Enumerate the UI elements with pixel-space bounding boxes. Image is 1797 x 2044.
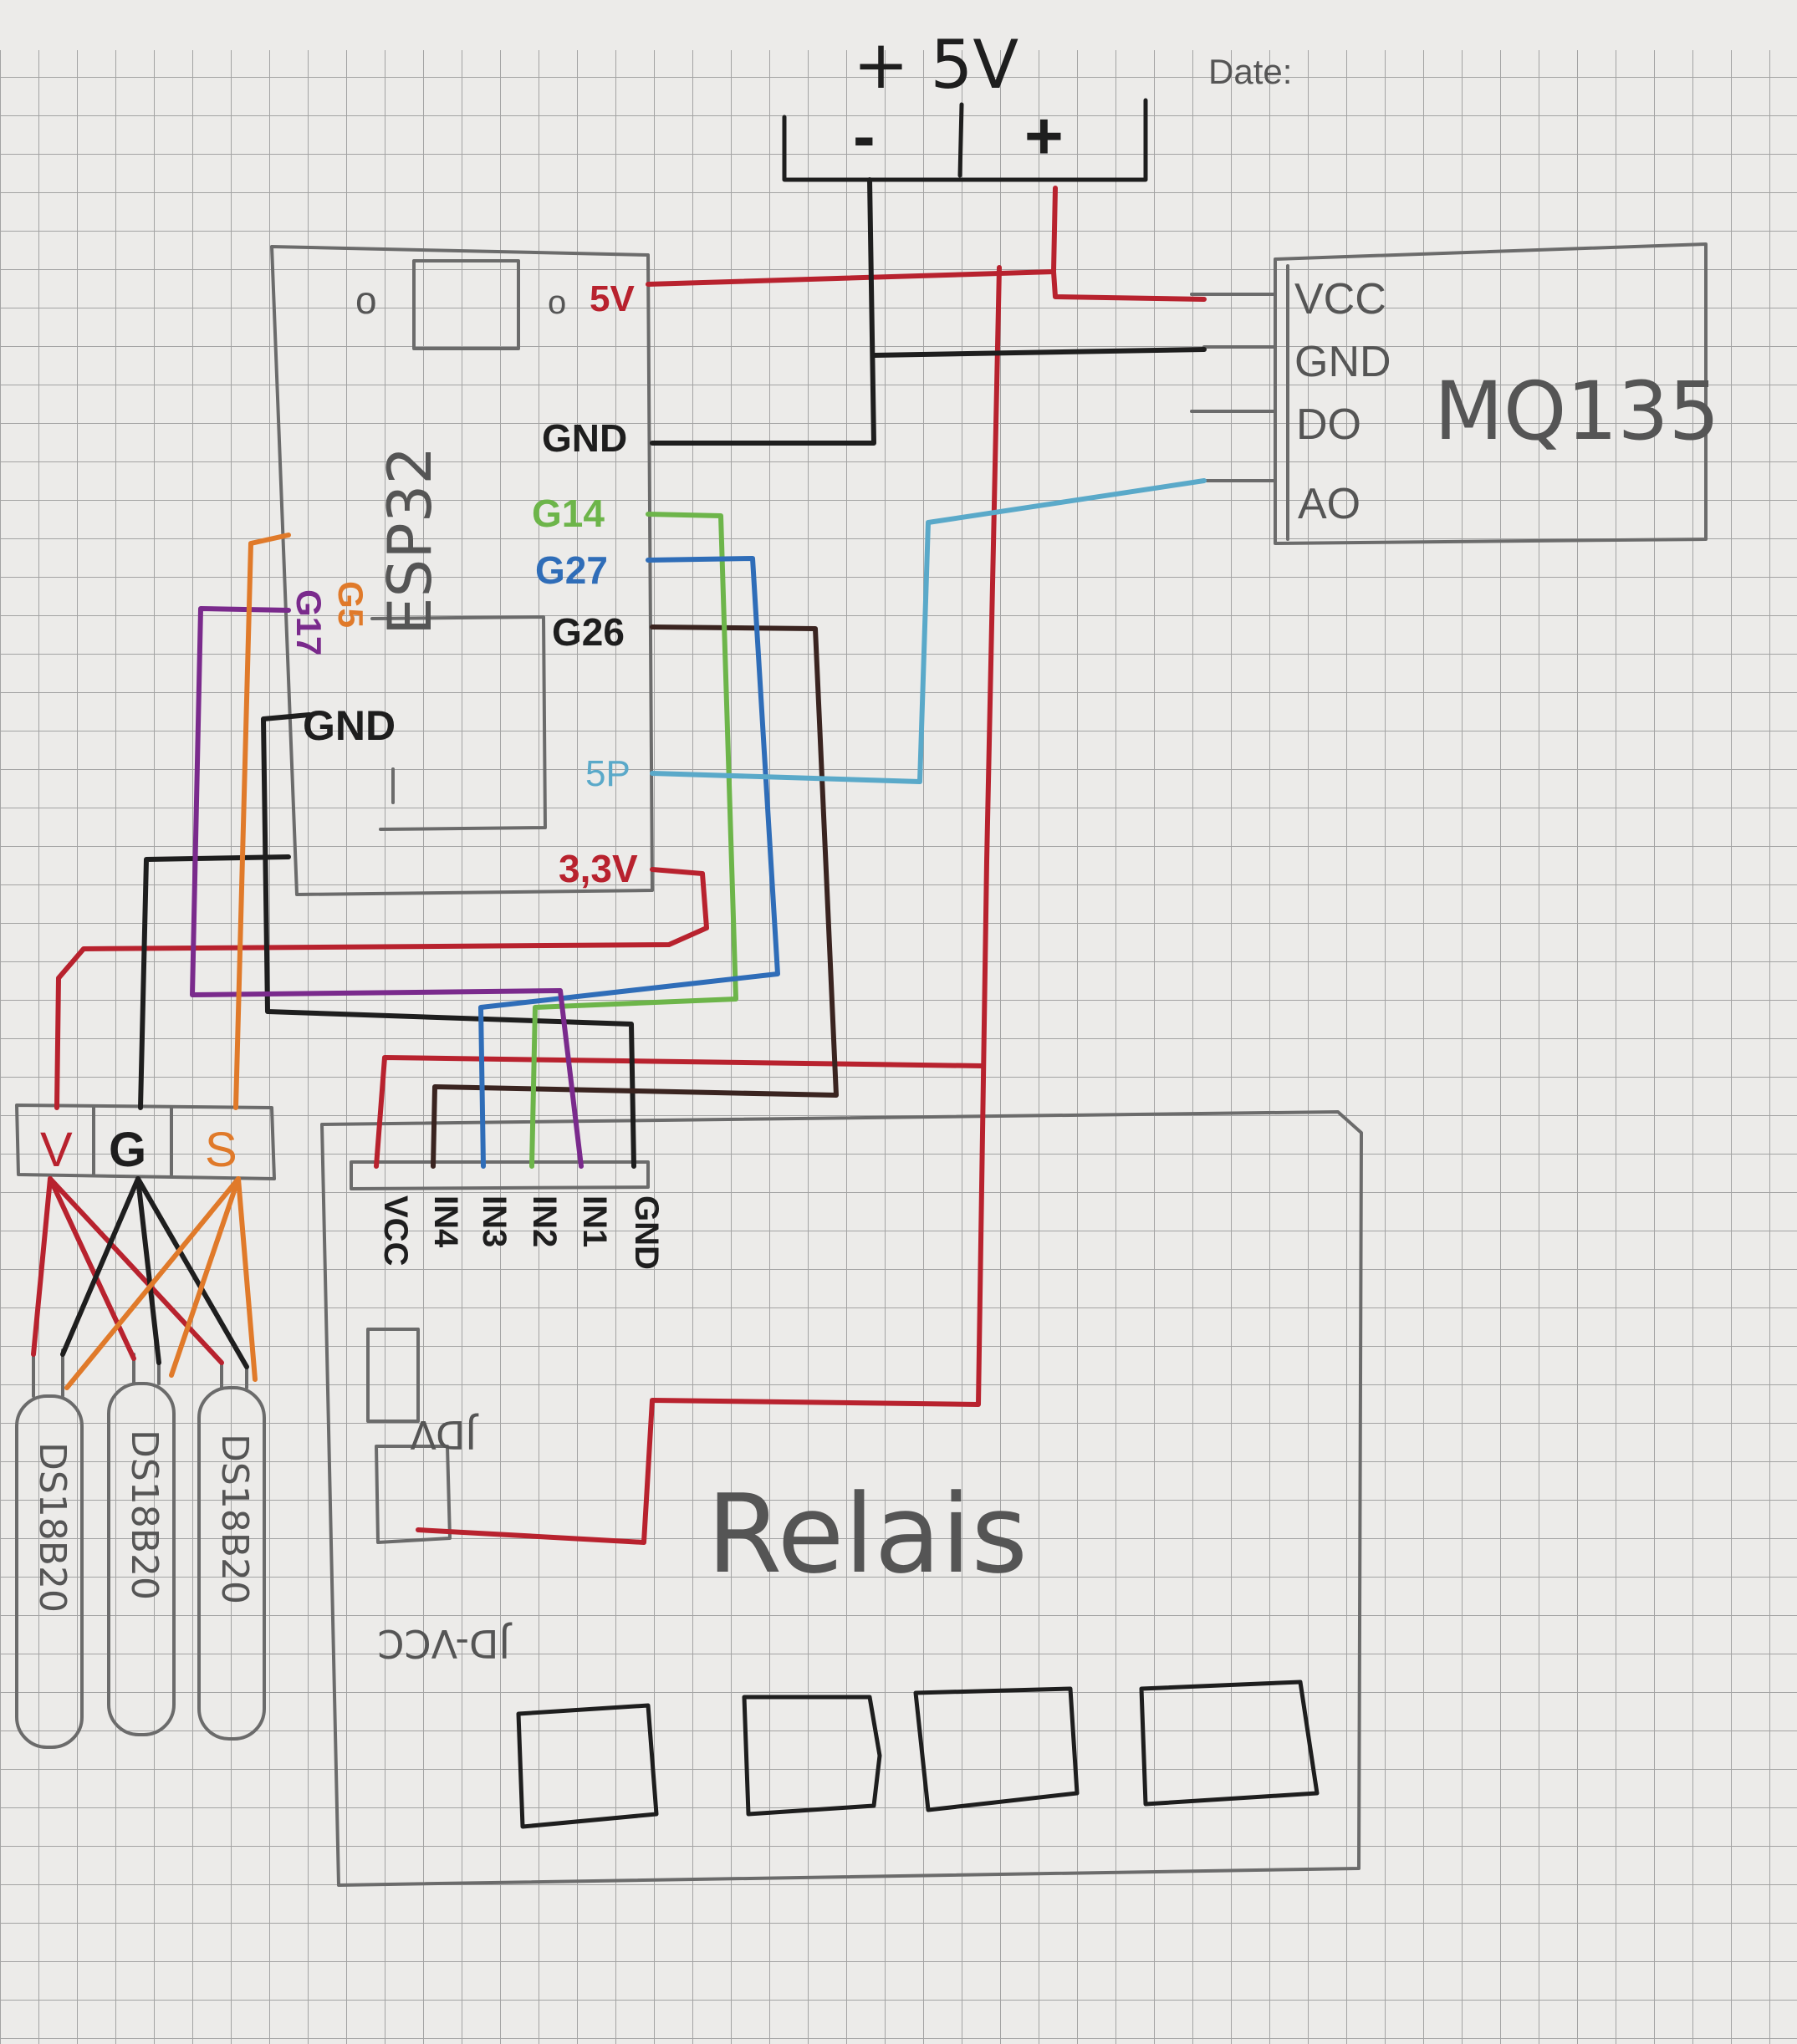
wire-g14-in2: [529, 512, 738, 1169]
wire-5p-ao: [650, 478, 1207, 784]
esp32-pin-g17-label: G17: [289, 589, 329, 655]
mq135-pin-do: DO: [1296, 400, 1361, 449]
power-supply-terminal: - +: [782, 98, 1148, 182]
esp32-pin-5v: 5V: [590, 278, 635, 319]
relay-name: Relais: [707, 1471, 1028, 1598]
relay-pin-vcc: VCC: [377, 1195, 414, 1266]
mq135-name: MQ135: [1434, 364, 1720, 458]
esp32-hole-right: o: [548, 284, 566, 321]
relay-jumper-label: JDV: [410, 1412, 479, 1457]
esp32-pin-g26: G26: [552, 610, 625, 654]
ds18b20-sensor-3: DS18B20: [197, 1361, 266, 1741]
ds18b20-sensor-2: DS18B20: [107, 1353, 176, 1736]
supply-minus: -: [853, 99, 876, 173]
sensor-header: V G S: [15, 1104, 276, 1180]
supply-plus: +: [1024, 99, 1064, 173]
mq135-pin-gnd: GND: [1294, 338, 1391, 386]
esp32-pin-5p: 5P: [585, 753, 630, 794]
ds18b20-sensor-1: DS18B20: [15, 1348, 84, 1749]
wire-g27-in3: [478, 556, 780, 1169]
wire-3v3-sensors: [54, 867, 709, 1110]
wire-5v-relay-vcc: [374, 1055, 985, 1169]
relay-jd-label: JD-VCC: [377, 1621, 513, 1666]
wire-5v-relay-jd: [416, 265, 1002, 1545]
sensor-pin-v: V: [40, 1123, 73, 1177]
sensor-pin-g: G: [109, 1123, 146, 1177]
esp32-pin-3v3: 3,3V: [559, 847, 638, 890]
supply-title: + 5V: [853, 26, 1018, 104]
esp32-pin-g27: G27: [535, 548, 608, 592]
relay-box-3: [913, 1686, 1080, 1812]
relay-box-4: [1139, 1680, 1320, 1807]
sensor-pin-s: S: [205, 1123, 237, 1177]
esp32-hole-left: o: [355, 278, 377, 322]
mq135-module: MQ135 VCC GND DO AO: [1190, 242, 1720, 545]
esp32-board: o o ESP32: [270, 245, 654, 896]
esp32-pin-g14: G14: [532, 492, 605, 535]
relay-pin-in2: IN2: [526, 1195, 563, 1247]
relay-pin-in3: IN3: [476, 1195, 513, 1247]
ds18b20-label-3: DS18B20: [213, 1434, 256, 1604]
esp32-pin-gnd: GND: [542, 416, 627, 460]
wire-g5-signal: [233, 533, 291, 1110]
relay-box-2: [742, 1695, 882, 1817]
esp32-name: ESP32: [375, 446, 445, 635]
wire-g26-in4: [431, 624, 839, 1169]
sensor-fanout-wires: [31, 1176, 258, 1390]
wire-5v-mq135: [1051, 269, 1207, 302]
ds18b20-label-1: DS18B20: [31, 1442, 74, 1613]
relay-pin-in1: IN1: [576, 1195, 613, 1247]
relay-pin-gnd: GND: [628, 1195, 665, 1270]
relay-module: Relais JDV JD-VCC VCC IN4 IN3 IN2 IN1 GN…: [320, 1110, 1363, 1887]
grid-paper: [0, 50, 1797, 2044]
ds18b20-label-2: DS18B20: [123, 1430, 166, 1600]
wire-g17-in1: [190, 606, 584, 1169]
mq135-pin-ao: AO: [1298, 480, 1361, 528]
wire-gnd-esp32: [650, 177, 876, 446]
esp32-pin-gnd-left: GND: [303, 702, 396, 749]
date-label: Date:: [1208, 52, 1292, 91]
relay-pin-in4: IN4: [427, 1195, 464, 1248]
wire-gnd-mq135: [871, 347, 1207, 358]
relay-box-1: [516, 1703, 659, 1829]
mq135-pin-vcc: VCC: [1294, 275, 1386, 324]
wire-gnd-left: [261, 712, 636, 1169]
esp32-pin-g5: G5: [331, 581, 370, 628]
